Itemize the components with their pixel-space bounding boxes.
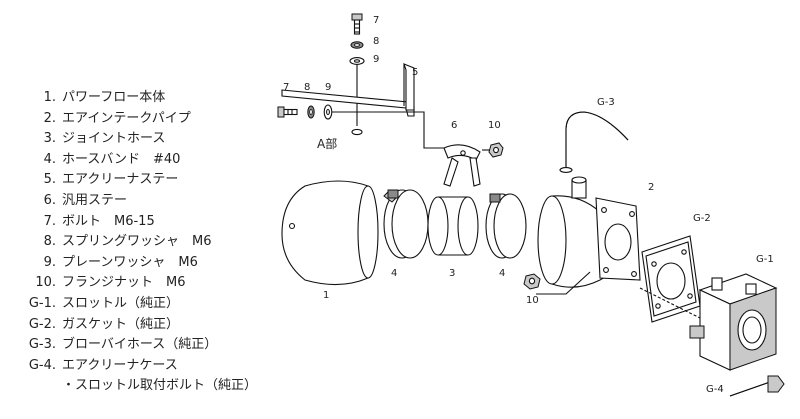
parts-number: 8.	[43, 234, 56, 250]
top-spring-washer	[350, 41, 364, 49]
callout-stay-6: 6	[451, 120, 457, 131]
nut-bottom-line	[536, 271, 591, 295]
nut-bottom	[523, 273, 541, 290]
top-bolt	[351, 13, 363, 35]
parts-item-6: 6. 汎用ステー	[8, 191, 257, 212]
parts-number: 1.	[43, 90, 56, 105]
side-plain-washer	[323, 104, 333, 120]
callout-plain-washer-top: 9	[373, 54, 379, 65]
parts-item-4: 4. ホースバンド #40	[8, 150, 257, 171]
stay-6	[443, 144, 481, 187]
parts-number: 3.	[43, 131, 56, 147]
callout-spring-washer-top: 8	[373, 36, 379, 47]
parts-number: 5.	[43, 172, 56, 188]
stay-5	[281, 63, 415, 117]
callout-stay-5: 5	[412, 67, 418, 78]
parts-item-7: 7. ボルト M6-15	[8, 212, 257, 233]
parts-item-5: 5. エアクリーナステー	[8, 170, 257, 191]
callout-nut-bottom: 10	[526, 295, 539, 306]
parts-number: 6.	[43, 192, 56, 208]
intake-pipe	[537, 176, 641, 288]
callout-detail-a: A部	[317, 136, 337, 151]
parts-name: エアクリーナケース	[62, 357, 178, 373]
parts-number: G-4.	[28, 357, 56, 373]
parts-number: G-2.	[28, 316, 56, 332]
parts-item-3: 3. ジョイントホース	[8, 129, 257, 150]
callout-gasket: G-2	[693, 213, 711, 224]
callout-throttle-bolt: G-4	[706, 384, 724, 395]
detail-a-hole	[351, 128, 363, 136]
gasket-alignment-line	[639, 287, 725, 331]
parts-item-g4: G-4. エアクリーナケース	[8, 356, 257, 377]
parts-number: 9.	[43, 254, 56, 270]
parts-item-9: 9. プレーンワッシャ M6	[8, 253, 257, 274]
side-spring-washer	[307, 105, 315, 119]
blowby-hose	[559, 111, 629, 173]
parts-item-g1: G-1. スロットル（純正）	[8, 294, 257, 315]
parts-name: フランジナット M6	[62, 275, 186, 291]
parts-number: G-1.	[28, 295, 56, 311]
nut-top	[488, 142, 504, 158]
callout-power-flow: 1	[323, 290, 329, 301]
parts-item-1: 1. パワーフロー本体	[8, 88, 257, 109]
parts-number: 2.	[43, 110, 56, 126]
callout-bolt-top: 7	[373, 15, 379, 26]
parts-item-10: 10. フランジナット M6	[8, 273, 257, 294]
parts-name: スロットル（純正）	[62, 295, 180, 311]
parts-name: ガスケット（純正）	[62, 316, 180, 332]
parts-item-g2: G-2. ガスケット（純正）	[8, 315, 257, 336]
parts-name: プレーンワッシャ M6	[62, 254, 198, 270]
parts-note: ・スロットル取付ボルト（純正）	[62, 378, 258, 394]
parts-item-8: 8. スプリングワッシャ M6	[8, 232, 257, 253]
callout-spring-washer-side: 8	[304, 82, 310, 93]
callout-bolt-side: 7	[283, 82, 289, 93]
side-bolt	[277, 106, 298, 118]
parts-name: パワーフロー本体	[62, 90, 166, 105]
parts-item-g3: G-3. ブローバイホース（純正）	[8, 335, 257, 356]
gasket	[641, 235, 701, 323]
parts-number: 7.	[43, 213, 56, 229]
parts-name: ブローバイホース（純正）	[62, 337, 218, 353]
parts-item-2: 2. エアインテークパイプ	[8, 109, 257, 130]
parts-name: 汎用ステー	[62, 192, 128, 208]
throttle-bolt	[729, 375, 785, 397]
hose-band-right	[485, 193, 527, 259]
power-flow-body	[281, 180, 379, 286]
hose-band-left	[383, 189, 429, 259]
parts-name: ホースバンド #40	[62, 151, 181, 167]
parts-name: エアクリーナステー	[62, 172, 179, 188]
callout-joint-hose: 3	[449, 268, 455, 279]
callout-nut-top: 10	[488, 120, 501, 131]
side-assembly-line	[332, 111, 448, 149]
callout-band-right: 4	[499, 268, 505, 279]
callout-throttle: G-1	[756, 254, 774, 265]
parts-name: スプリングワッシャ M6	[62, 234, 212, 250]
parts-number: 10.	[35, 275, 56, 291]
callout-band-left: 4	[391, 268, 397, 279]
parts-name: エアインテークパイプ	[62, 110, 191, 126]
top-plain-washer	[349, 57, 365, 65]
throttle	[689, 273, 778, 371]
parts-list: 1. パワーフロー本体 2. エアインテークパイプ 3. ジョイントホース 4. ホース…	[8, 88, 257, 397]
parts-number: G-3.	[28, 337, 56, 353]
parts-number: 4.	[43, 151, 56, 167]
callout-intake-pipe: 2	[648, 182, 654, 193]
parts-name: ジョイントホース	[62, 131, 166, 147]
joint-hose	[427, 196, 479, 256]
callout-plain-washer-side: 9	[325, 82, 331, 93]
callout-blowby-hose: G-3	[597, 97, 615, 108]
parts-name: ボルト M6-15	[62, 213, 155, 229]
